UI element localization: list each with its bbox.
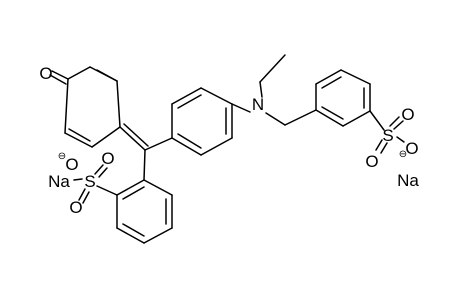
- amine-nitrogen-label: N: [252, 95, 264, 114]
- right-sulfur-label: S: [382, 126, 393, 145]
- sulfophenyl-ring: [116, 179, 173, 244]
- benzyl-ring: [315, 69, 371, 127]
- amine-bonds: [231, 54, 317, 126]
- right-oxygen-left-label: O: [365, 152, 378, 171]
- left-sodium-label: Na: [48, 172, 70, 191]
- exocyclic-double-bond: [119, 123, 149, 151]
- right-oxygen-up-label: O: [401, 105, 414, 124]
- left-oxygen-down-label: O: [69, 198, 82, 217]
- left-sulfur-label: S: [84, 172, 95, 191]
- right-anion-oxygen-label: O: [405, 139, 418, 158]
- right-anion-charge: ⊖: [399, 149, 407, 160]
- left-anion-oxygen-label: O: [65, 155, 78, 174]
- left-anion-charge: ⊖: [58, 151, 66, 162]
- right-sodium-label: Na: [397, 171, 419, 190]
- left-oxygen-up-label: O: [101, 149, 114, 168]
- right-sulfonate-bonds: [369, 110, 405, 154]
- left-sulfonate-bonds: [73, 164, 118, 204]
- quinoid-ring: [64, 66, 121, 148]
- carbonyl-bond: [49, 70, 69, 85]
- central-carbon-bonds: [143, 137, 173, 181]
- oxo-oxygen-label: O: [39, 64, 52, 83]
- phenylene-ring: [171, 87, 233, 156]
